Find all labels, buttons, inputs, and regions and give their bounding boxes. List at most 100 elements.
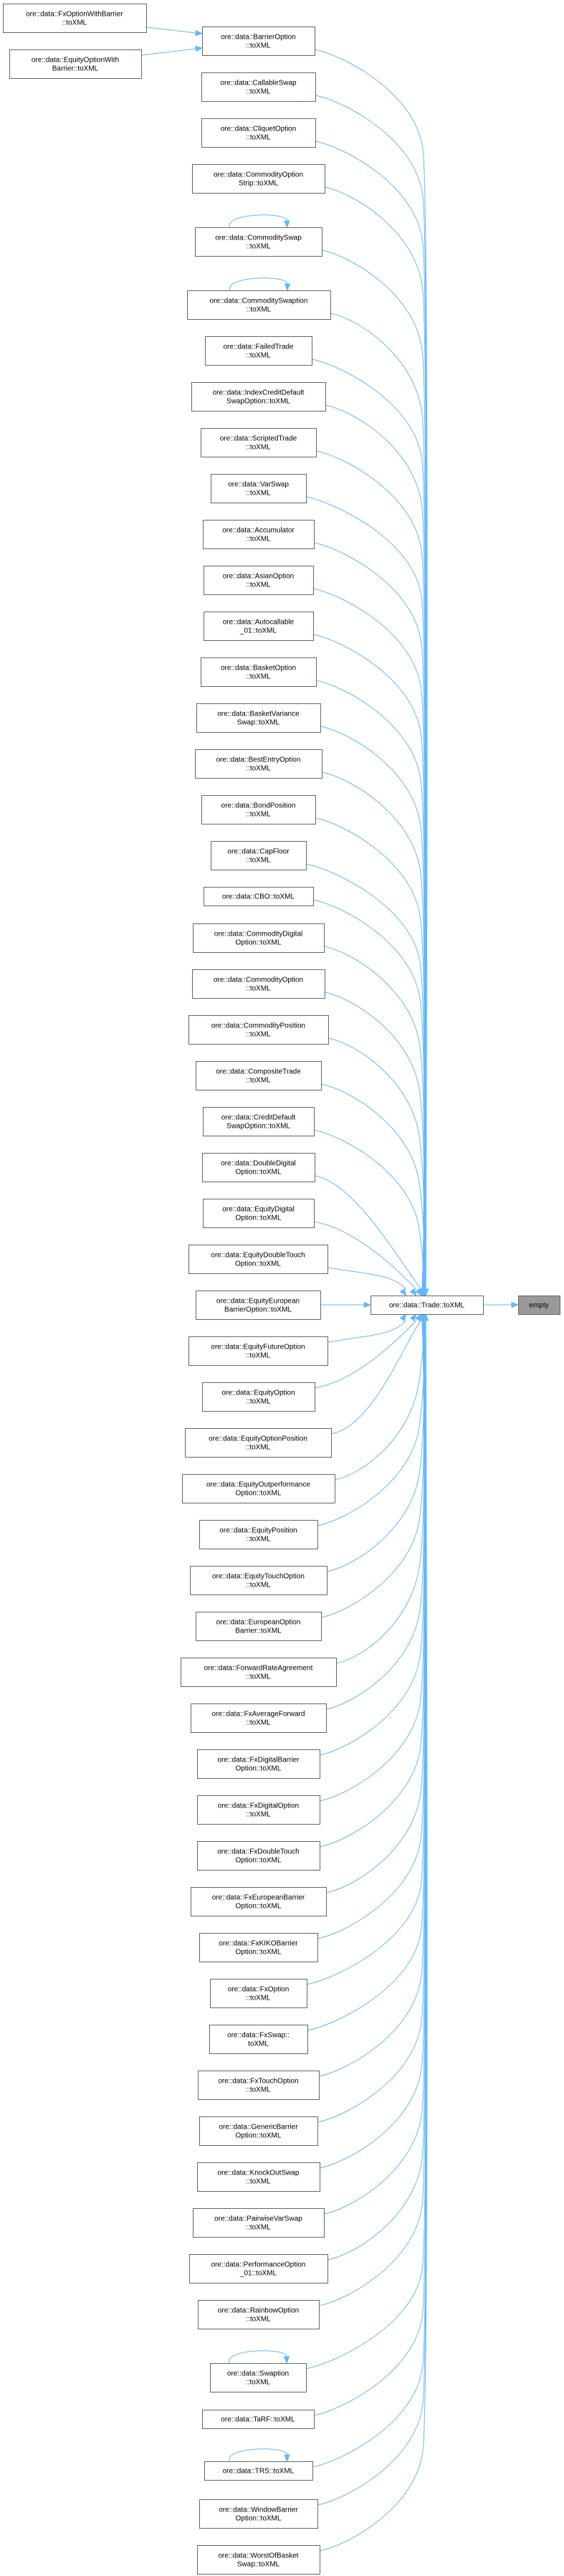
node-label-line: ore::data::FxKIKOBarrier — [219, 1940, 298, 1948]
node-bondposition[interactable]: ore::data::BondPosition::toXML — [201, 795, 316, 824]
node-varswap[interactable]: ore::data::VarSwap::toXML — [211, 474, 307, 503]
node-commodityoption[interactable]: ore::data::CommodityOption::toXML — [192, 969, 325, 999]
node-cbo[interactable]: ore::data::CBO::toXML — [204, 887, 314, 906]
node-basketoption[interactable]: ore::data::BasketOption::toXML — [201, 657, 317, 687]
arrowhead — [284, 220, 290, 229]
node-label-line: ore::data::EquityOutperformance — [206, 1481, 311, 1489]
node-box — [197, 1841, 320, 1871]
node-tarf[interactable]: ore::data::TaRF::toXML — [202, 2410, 315, 2429]
node-label-line: ore::data::EquityEuropean — [216, 1298, 300, 1306]
node-accumulator[interactable]: ore::data::Accumulator::toXML — [203, 520, 315, 549]
node-fxdigitaloption[interactable]: ore::data::FxDigitalOption::toXML — [197, 1795, 320, 1825]
node-box — [197, 2545, 320, 2575]
node-commodityswaption[interactable]: ore::data::CommoditySwaption::toXML — [187, 290, 331, 320]
node-autocallable01[interactable]: ore::data::Autocallable_01::toXML — [204, 612, 314, 641]
node-box — [196, 1612, 322, 1641]
node-label-line: ore::data::CreditDefault — [221, 1114, 296, 1122]
node-box — [191, 1887, 327, 1916]
node-label-line: ::toXML — [246, 134, 271, 142]
node-commodityposition[interactable]: ore::data::CommodityPosition::toXML — [188, 1015, 329, 1045]
node-box — [188, 1336, 328, 1366]
node-label-line: Swap::toXML — [237, 2561, 280, 2569]
node-label-line: ore::data::CommodityPosition — [211, 1022, 305, 1030]
arrowhead — [419, 1288, 426, 1297]
node-box — [191, 1703, 327, 1733]
node-label-line: ::toXML — [246, 985, 271, 993]
node-forwardrateagreement[interactable]: ore::data::ForwardRateAgreement::toXML — [181, 1658, 337, 1687]
edge-equitydigitaloption-to-trade — [313, 1221, 416, 1290]
node-box — [196, 703, 321, 733]
node-box — [205, 336, 312, 366]
node-box — [202, 2410, 315, 2429]
node-fxtouchoption[interactable]: ore::data::FxTouchOption::toXML — [198, 2071, 320, 2100]
arrowhead — [284, 2454, 290, 2463]
node-label-line: ore::data::EquityOptionWith — [32, 57, 119, 65]
node-equityoption[interactable]: ore::data::EquityOption::toXML — [202, 1382, 315, 1412]
node-label-line: ore::data::TRS::toXML — [223, 2468, 295, 2476]
node-fxswap[interactable]: ore::data::FxSwap::toXML — [209, 2025, 308, 2054]
node-creditdefaultswapoption[interactable]: ore::data::CreditDefaultSwapOption::toXM… — [203, 1107, 315, 1136]
node-fxoption[interactable]: ore::data::FxOption::toXML — [210, 1979, 307, 2008]
node-equityposition[interactable]: ore::data::EquityPosition::toXML — [199, 1520, 318, 1549]
node-label-line: Option::toXML — [236, 1949, 282, 1957]
node-barrieroption[interactable]: ore::data::BarrierOption::toXML — [202, 27, 315, 56]
node-commodityswap[interactable]: ore::data::CommoditySwap::toXML — [195, 227, 322, 257]
node-label-line: BarrierOption::toXML — [224, 1306, 292, 1314]
node-asianoption[interactable]: ore::data::AsianOption::toXML — [204, 566, 314, 595]
node-fxeuropeanbarrieroption[interactable]: ore::data::FxEuropeanBarrierOption::toXM… — [191, 1887, 327, 1916]
node-box — [185, 1428, 332, 1458]
arrowhead — [422, 1313, 429, 1321]
node-label-line: ore::data::PerformanceOption — [211, 2261, 306, 2269]
node-performanceoption01[interactable]: ore::data::PerformanceOption_01::toXML — [189, 2254, 328, 2283]
node-fxoptionwithbarrier[interactable]: ore::data::FxOptionWithBarrier::toXML — [3, 4, 147, 33]
node-label-line: ore::data::EquityTouchOption — [212, 1573, 305, 1581]
node-compositetrade[interactable]: ore::data::CompositeTrade::toXML — [196, 1061, 322, 1090]
node-pairwisevarswap[interactable]: ore::data::PairwiseVarSwap::toXML — [193, 2208, 325, 2238]
node-cliquetoption[interactable]: ore::data::CliquetOption::toXML — [201, 118, 316, 148]
node-trade-toxml[interactable]: ore::data::Trade::toXML — [371, 1296, 484, 1315]
arrowhead — [363, 1301, 372, 1308]
node-equityeuropeanbarrieroption[interactable]: ore::data::EquityEuropeanBarrierOption::… — [196, 1291, 321, 1320]
edge-creditdefaultswapoption-to-trade — [313, 1129, 424, 1290]
edge-bestentryoption-to-trade — [321, 771, 426, 1290]
arrowhead-empty — [511, 1301, 520, 1308]
node-label-line: ore::data::BondPosition — [221, 802, 296, 810]
edge-varswap-to-trade — [305, 496, 426, 1290]
node-equityfutureoption[interactable]: ore::data::EquityFutureOption::toXML — [188, 1336, 328, 1366]
node-equitydoubletouchoption[interactable]: ore::data::EquityDoubleTouchOption::toXM… — [188, 1245, 328, 1274]
node-box — [196, 1061, 322, 1090]
node-swaption[interactable]: ore::data::Swaption::toXML — [210, 2363, 307, 2392]
node-callableswap[interactable]: ore::data::CallableSwap::toXML — [201, 72, 316, 102]
node-indexcreditdefaultswapoption[interactable]: ore::data::IndexCreditDefaultSwapOption:… — [191, 382, 326, 412]
edge-fxdigitalbarrieroption-to-trade — [319, 1320, 425, 1756]
node-equitytouchoption[interactable]: ore::data::EquityTouchOption::toXML — [190, 1566, 328, 1595]
node-box — [201, 118, 316, 148]
node-label-line: Option::toXML — [236, 939, 282, 947]
node-equityoptionwithbarrier[interactable]: ore::data::EquityOptionWithBarrier::toXM… — [9, 49, 142, 79]
node-label-line: ore::data::CBO::toXML — [222, 893, 295, 901]
node-capfloor[interactable]: ore::data::CapFloor::toXML — [211, 841, 307, 870]
node-trs[interactable]: ore::data::TRS::toXML — [204, 2461, 313, 2481]
node-scriptedtrade[interactable]: ore::data::ScriptedTrade::toXML — [201, 428, 317, 457]
node-equityoptionposition[interactable]: ore::data::EquityOptionPosition::toXML — [185, 1428, 332, 1458]
node-fxaverageforward[interactable]: ore::data::FxAverageForward::toXML — [191, 1703, 327, 1733]
node-rainbowoption[interactable]: ore::data::RainbowOption::toXML — [198, 2300, 320, 2329]
node-box — [204, 2461, 313, 2481]
node-failedtrade[interactable]: ore::data::FailedTrade::toXML — [205, 336, 312, 366]
node-knockoutswap[interactable]: ore::data::KnockOutSwap::toXML — [197, 2162, 320, 2192]
node-bestentryoption[interactable]: ore::data::BestEntryOption::toXML — [195, 749, 322, 779]
node-label-line: SwapOption::toXML — [226, 1123, 290, 1131]
node-equityoutperformanceoption[interactable]: ore::data::EquityOutperformanceOption::t… — [182, 1474, 335, 1503]
